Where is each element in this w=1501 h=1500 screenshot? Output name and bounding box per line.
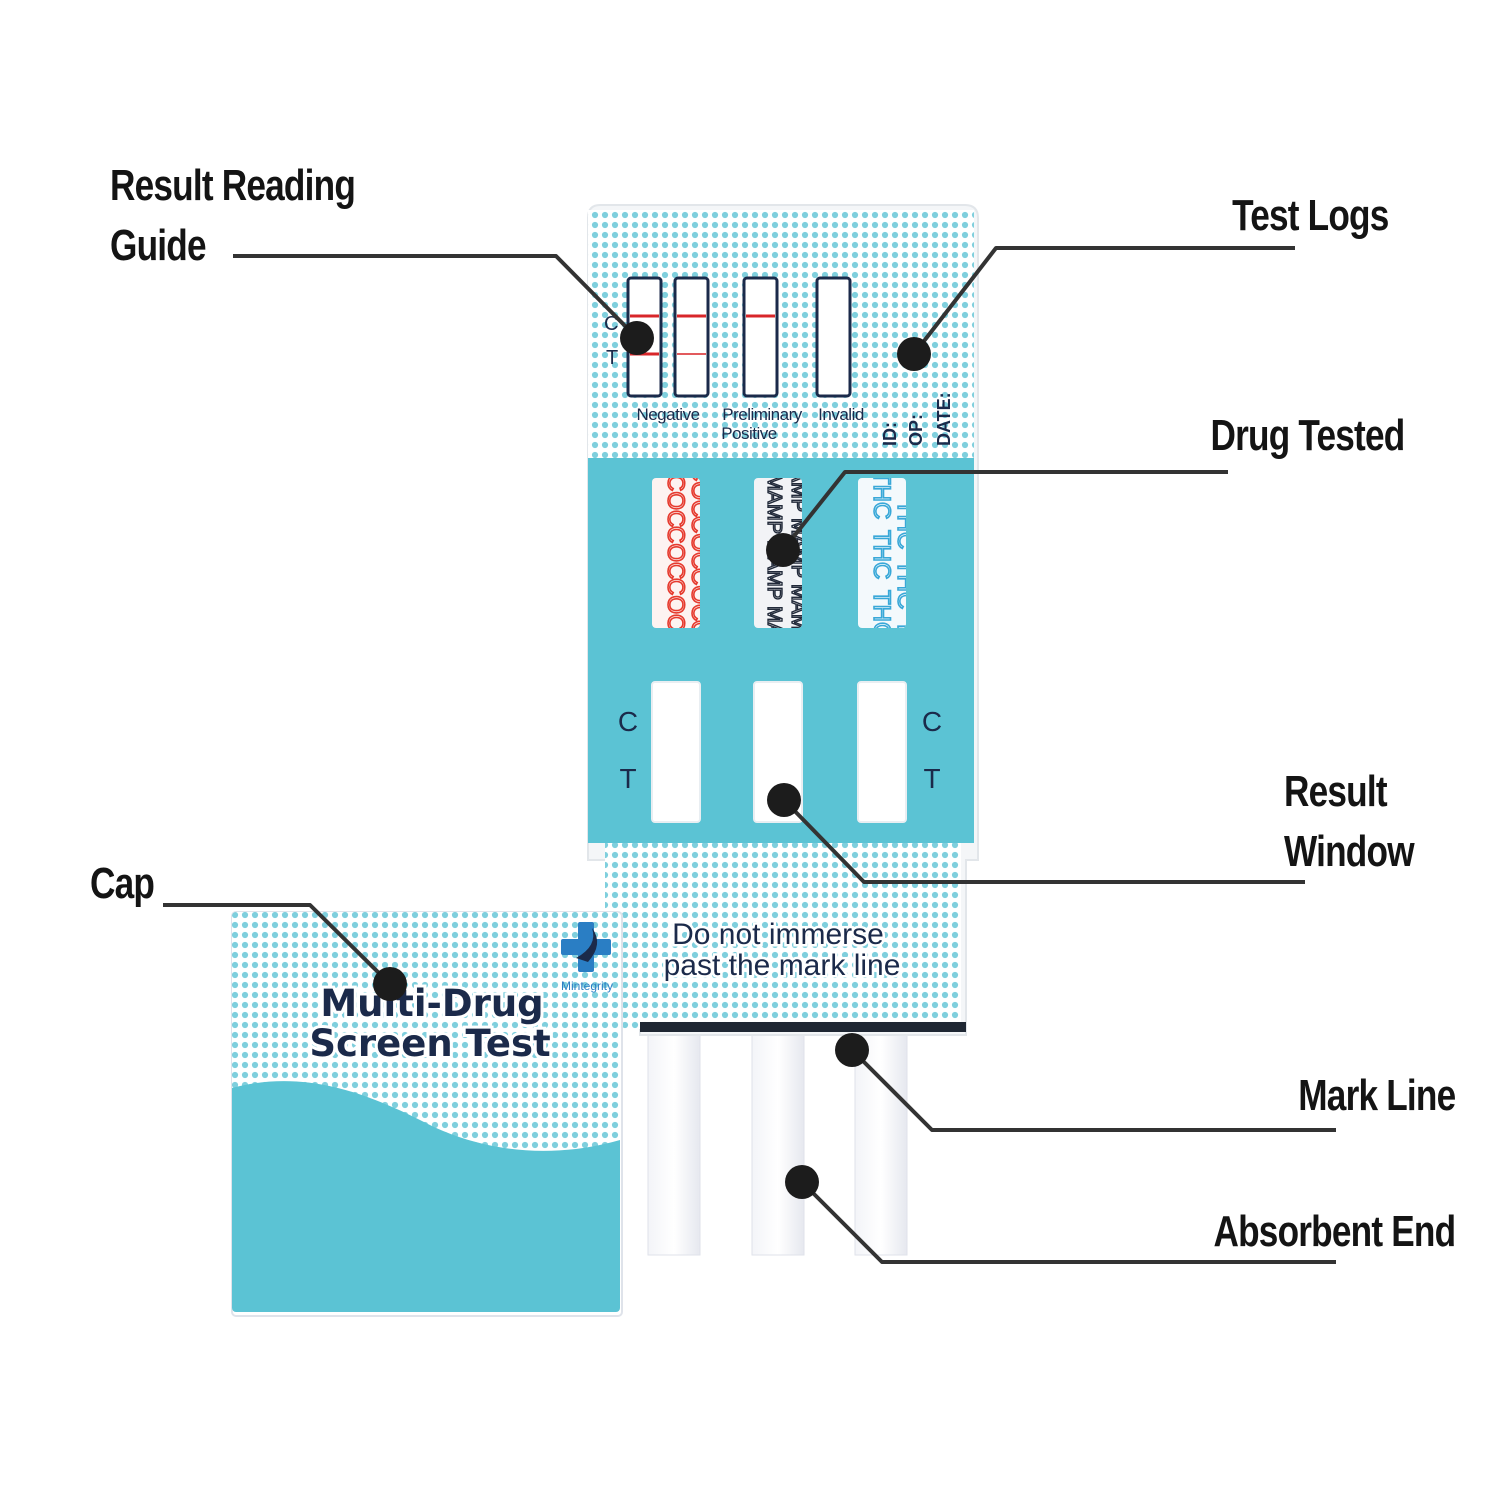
window-letter-c-left: C bbox=[618, 706, 638, 737]
leader-result-window bbox=[782, 798, 1305, 884]
dot-test-logs bbox=[897, 337, 931, 371]
drug-label-coc: COC bbox=[686, 464, 713, 517]
dot-result-window bbox=[767, 783, 801, 817]
drug-label-coc: COC bbox=[662, 474, 689, 527]
guide-letter-c: C bbox=[604, 313, 618, 335]
absorbent-strip-1 bbox=[647, 1034, 701, 1256]
drug-label-coc: COC bbox=[662, 578, 689, 631]
label-cap-text: Cap bbox=[90, 859, 155, 908]
dot-result-reading-guide bbox=[620, 321, 654, 355]
drug-label-mamp: MAMP bbox=[763, 474, 785, 534]
guide-strip-negative-2 bbox=[673, 276, 710, 398]
window-letter-t-left: T bbox=[619, 763, 636, 794]
caption-positive: Positive bbox=[721, 424, 777, 443]
warning-line-2: past the mark line bbox=[664, 949, 901, 982]
cap: Mintegrity Multi-Drug Screen Test bbox=[231, 911, 623, 1317]
drug-label-coc: COC bbox=[686, 568, 713, 621]
leader-absorbent-end bbox=[800, 1180, 1336, 1264]
label-result-reading-guide-line-2: Guide bbox=[110, 221, 207, 270]
drug-label-thc: THC bbox=[892, 620, 919, 669]
label-mark-line: Mark Line bbox=[1297, 1066, 1456, 1126]
drug-label-coc: COC bbox=[686, 620, 713, 673]
drug-label-coc: COC bbox=[686, 516, 713, 569]
label-result-window-line-2: Window bbox=[1284, 827, 1415, 876]
dot-cap bbox=[373, 967, 407, 1001]
leader-lines bbox=[163, 246, 1336, 1264]
absorbent-strip-3 bbox=[854, 1034, 908, 1256]
result-reading-guide: C T Negative Preliminary Positive Invali… bbox=[604, 276, 864, 443]
drug-label-thc: THC bbox=[892, 500, 919, 549]
leader-drug-tested bbox=[781, 470, 1228, 552]
test-logs-fields: ID: OP: DATE: bbox=[880, 392, 954, 446]
log-field-op: OP: bbox=[906, 414, 926, 446]
guide-strip-invalid bbox=[815, 276, 852, 398]
leader-cap bbox=[163, 903, 392, 986]
drug-label-mamp: MAMP bbox=[787, 584, 809, 644]
label-result-reading-guide-line-1: Result Reading bbox=[110, 161, 356, 210]
caption-negative: Negative bbox=[636, 405, 699, 424]
result-window-1 bbox=[651, 681, 701, 823]
drug-label-coc: COC bbox=[662, 526, 689, 579]
leader-mark-line bbox=[850, 1048, 1336, 1132]
result-windows: C T C T bbox=[618, 681, 942, 823]
guide-letter-t: T bbox=[606, 347, 618, 369]
dot-absorbent-end bbox=[785, 1165, 819, 1199]
log-field-date: DATE: bbox=[934, 392, 954, 446]
label-result-reading-guide: Result Reading Guide bbox=[110, 156, 356, 276]
label-result-window-line-1: Result bbox=[1284, 767, 1388, 816]
absorbent-strip-2 bbox=[751, 1034, 805, 1256]
label-drug-tested-text: Drug Tested bbox=[1210, 411, 1405, 460]
cap-wave bbox=[232, 1081, 620, 1312]
test-device: C T Negative Preliminary Positive Invali… bbox=[587, 204, 979, 1036]
drug-label-thc: THC bbox=[868, 470, 895, 519]
drug-window-thc: THC THC THC THC THC THC bbox=[858, 470, 919, 669]
log-field-id: ID: bbox=[880, 422, 900, 446]
label-absorbent-end: Absorbent End bbox=[1213, 1202, 1456, 1262]
guide-strip-preliminary-positive bbox=[742, 276, 779, 398]
label-result-window: Result Window bbox=[1284, 762, 1415, 882]
dot-drug-tested bbox=[766, 533, 800, 567]
window-letter-t-right: T bbox=[923, 763, 940, 794]
leader-test-logs bbox=[912, 246, 1295, 356]
brand-name: Mintegrity bbox=[561, 979, 613, 993]
drug-label-thc: THC bbox=[868, 530, 895, 579]
drug-label-mamp: MAMP bbox=[763, 606, 785, 666]
label-drug-tested: Drug Tested bbox=[1210, 406, 1405, 466]
drug-window-coc: COC COC COC COC COC COC COC bbox=[652, 464, 713, 673]
result-window-3 bbox=[857, 681, 907, 823]
drug-label-mamp: MAMP bbox=[787, 452, 809, 512]
leader-result-reading-guide bbox=[233, 254, 639, 340]
dot-mark-line bbox=[835, 1033, 869, 1067]
mark-line-bar bbox=[640, 1022, 966, 1032]
window-letter-c-right: C bbox=[922, 706, 942, 737]
cap-title-line-2: Screen Test bbox=[309, 1022, 550, 1065]
brand-logo: Mintegrity bbox=[561, 922, 613, 993]
label-test-logs: Test Logs bbox=[1232, 186, 1390, 246]
label-test-logs-text: Test Logs bbox=[1232, 191, 1390, 240]
drug-label-thc: THC bbox=[868, 590, 895, 639]
immersion-warning: Do not immerse past the mark line bbox=[661, 916, 903, 985]
caption-preliminary: Preliminary bbox=[722, 405, 803, 424]
label-mark-line-text: Mark Line bbox=[1297, 1071, 1456, 1120]
pointer-dots bbox=[373, 321, 931, 1199]
drug-label-thc: THC bbox=[892, 560, 919, 609]
label-absorbent-end-text: Absorbent End bbox=[1213, 1207, 1456, 1256]
caption-invalid: Invalid bbox=[818, 405, 864, 424]
label-cap: Cap bbox=[90, 854, 155, 914]
cap-title-line-1: Multi-Drug bbox=[320, 982, 543, 1025]
warning-line-1: Do not immerse bbox=[672, 918, 884, 951]
